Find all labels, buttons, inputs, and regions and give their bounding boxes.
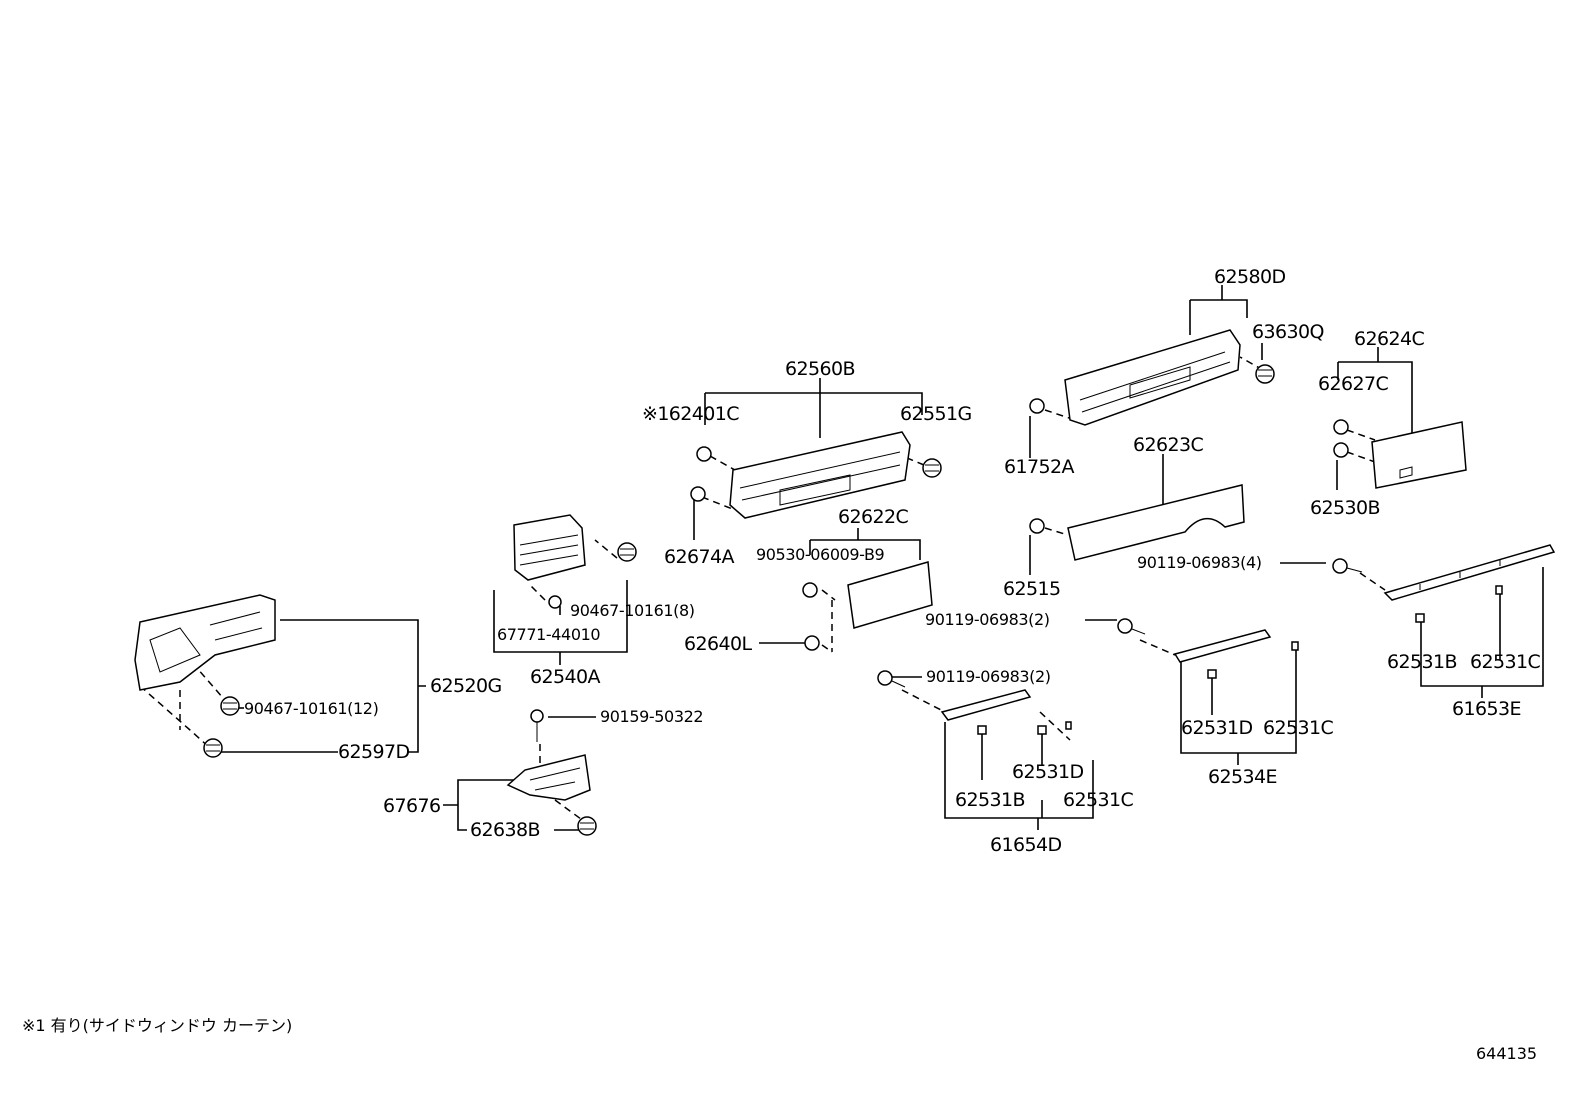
rear-corner-panel-62520G [134, 594, 276, 691]
label-62401C: ※162401C [642, 403, 739, 425]
label-67676: 67676 [383, 795, 440, 817]
label-63630Q: 63630Q [1252, 321, 1324, 343]
label-62597D: 62597D [338, 741, 409, 763]
label-62674A: 62674A [664, 546, 734, 568]
label-62540A: 62540A [530, 666, 600, 688]
label-62531B-right: 62531B [1387, 651, 1457, 673]
label-67771-44010: 67771-44010 [497, 625, 600, 644]
panel-62540A [513, 514, 586, 581]
label-61752A: 61752A [1004, 456, 1074, 478]
label-62531C-right: 62531C [1470, 651, 1540, 673]
lower-bracket-67676 [506, 754, 591, 801]
label-62534E: 62534E [1208, 766, 1277, 788]
assembly-dashed-lines [139, 356, 1386, 823]
label-90119-06983-2-b: 90119-06983(2) [926, 667, 1051, 686]
label-62580D: 62580D [1214, 266, 1285, 288]
part-shapes [134, 329, 1556, 801]
upper-trim-panel-left [729, 431, 911, 519]
rail-62534E [1173, 629, 1299, 679]
label-62520G: 62520G [430, 675, 502, 697]
upper-trim-panel-right [1064, 329, 1241, 426]
label-62530B: 62530B [1310, 497, 1380, 519]
label-62515: 62515 [1003, 578, 1060, 600]
label-62531C-left: 62531C [1063, 789, 1133, 811]
label-90467-10161-12: 90467-10161(12) [244, 699, 378, 718]
label-62531D-left: 62531D [1012, 761, 1083, 783]
label-62560B: 62560B [785, 358, 855, 380]
long-panel-62623C [1067, 484, 1245, 561]
rail-61654D [940, 689, 1072, 735]
footnote: ※1 有り(サイドウィンドウ カーテン) [22, 1016, 293, 1035]
fasteners [203, 364, 1363, 836]
label-90159-50322: 90159-50322 [600, 707, 703, 726]
label-90467-10161-8: 90467-10161(8) [570, 601, 695, 620]
part-labels: 62580D 63630Q 62624C 62627C 62560B ※1624… [244, 266, 1541, 856]
label-62627C: 62627C [1318, 373, 1388, 395]
label-62531C-middle: 62531C [1263, 717, 1333, 739]
rail-61653E [1383, 544, 1556, 623]
label-62623C: 62623C [1133, 434, 1203, 456]
label-62624C: 62624C [1354, 328, 1424, 350]
label-62531B-left: 62531B [955, 789, 1025, 811]
label-90119-06983-4: 90119-06983(4) [1137, 553, 1262, 572]
diagram-id: 644135 [1476, 1044, 1538, 1063]
small-panel-62622C [847, 561, 933, 629]
label-61654D: 61654D [990, 834, 1061, 856]
label-62531D-middle: 62531D [1181, 717, 1252, 739]
label-62640L: 62640L [684, 633, 752, 655]
label-62622C: 62622C [838, 506, 908, 528]
label-90530-06009-B9: 90530-06009-B9 [756, 545, 885, 564]
label-62551G: 62551G [900, 403, 972, 425]
side-panel-62624C [1371, 421, 1467, 489]
label-62638B: 62638B [470, 819, 540, 841]
label-61653E: 61653E [1452, 698, 1521, 720]
label-90119-06983-2-a: 90119-06983(2) [925, 610, 1050, 629]
